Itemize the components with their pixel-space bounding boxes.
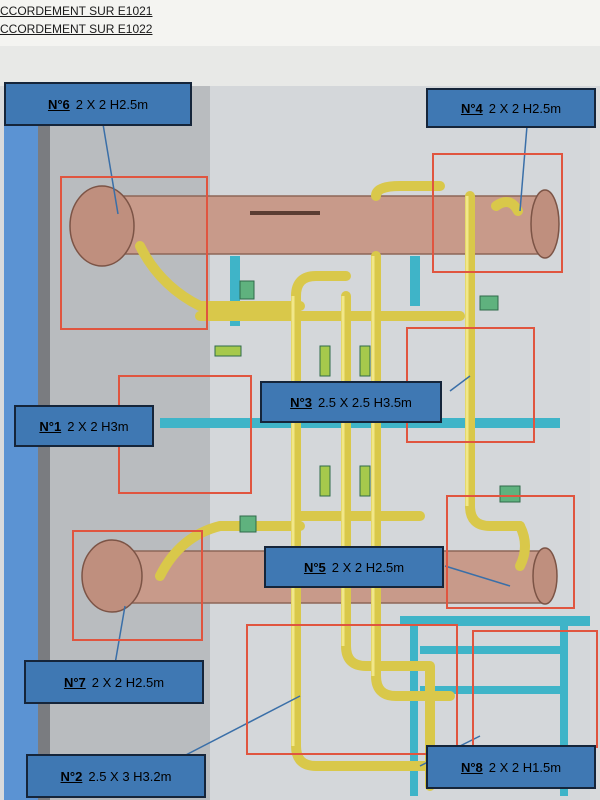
callout-n4: N°4 2 X 2 H2.5m xyxy=(426,88,596,128)
valves xyxy=(214,280,521,533)
steel-structure xyxy=(160,256,590,796)
upper-heat-exchanger xyxy=(69,185,560,267)
callout-n6-text: 2 X 2 H2.5m xyxy=(75,96,149,112)
zone-n6 xyxy=(60,176,208,330)
zone-n7 xyxy=(72,530,203,641)
callout-n5-text: 2 X 2 H2.5m xyxy=(331,559,405,575)
header-line-1: CCORDEMENT SUR E1021 xyxy=(0,4,153,18)
callout-n3-number: N°3 xyxy=(290,394,312,410)
zone-n2 xyxy=(246,624,458,755)
callout-n3: N°3 2.5 X 2.5 H3.5m xyxy=(260,381,442,423)
callout-n5-number: N°5 xyxy=(303,559,326,575)
callout-n4-text: 2 X 2 H2.5m xyxy=(488,100,562,116)
piping-network xyxy=(135,181,530,791)
zone-n4 xyxy=(432,153,563,273)
callout-n7: N°7 2 X 2 H2.5m xyxy=(24,660,204,704)
callout-n2-number: N°2 xyxy=(60,768,83,784)
callout-n5: N°5 2 X 2 H2.5m xyxy=(264,546,444,588)
callout-n7-text: 2 X 2 H2.5m xyxy=(91,674,165,690)
zone-n5 xyxy=(446,495,575,609)
callout-n6-number: N°6 xyxy=(47,96,70,112)
callout-n2: N°2 2.5 X 3 H3.2m xyxy=(26,754,206,798)
callout-n2-text: 2.5 X 3 H3.2m xyxy=(88,768,172,784)
header-line-2: CCORDEMENT SUR E1022 xyxy=(0,22,153,36)
callout-n6: N°6 2 X 2 H2.5m xyxy=(4,82,192,126)
callout-n8-text: 2 X 2 H1.5m xyxy=(488,759,562,775)
upper-margin xyxy=(0,46,600,86)
callout-n1-number: N°1 xyxy=(39,418,62,434)
callout-n7-number: N°7 xyxy=(63,674,86,690)
callout-n4-number: N°4 xyxy=(460,100,483,116)
callout-n1: N°1 2 X 2 H3m xyxy=(14,405,154,447)
zone-n8 xyxy=(472,630,598,748)
document-header: CCORDEMENT SUR E1021 CCORDEMENT SUR E102… xyxy=(0,0,600,46)
callout-n3-text: 2.5 X 2.5 H3.5m xyxy=(317,394,412,410)
callout-n8: N°8 2 X 2 H1.5m xyxy=(426,745,596,789)
callout-n1-text: 2 X 2 H3m xyxy=(67,418,129,434)
callout-n8-number: N°8 xyxy=(460,759,483,775)
